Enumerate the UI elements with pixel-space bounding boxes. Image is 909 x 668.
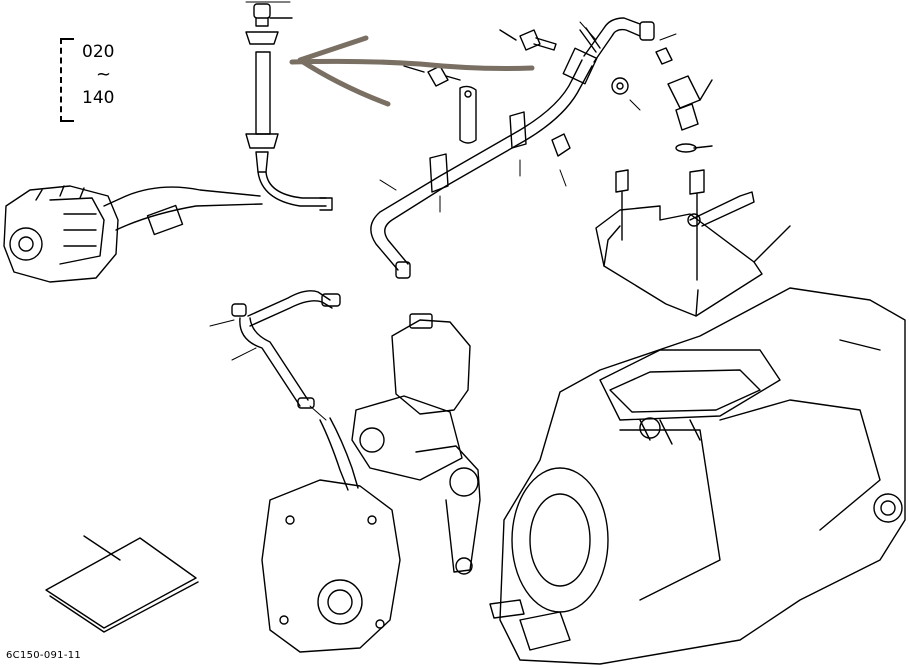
annotation-arrow [289, 35, 535, 107]
breather-pipe-assembly[interactable] [245, 3, 327, 207]
hydraulic-pump[interactable] [3, 185, 333, 283]
tube-clips[interactable] [429, 77, 629, 193]
drawing-code: 6C150-091-11 [6, 650, 82, 661]
transmission-case[interactable] [489, 287, 906, 665]
elbow-fitting[interactable] [655, 47, 713, 153]
lever-bracket[interactable] [595, 169, 791, 317]
range-bracket [60, 38, 74, 122]
range-separator: ~ [96, 64, 112, 85]
control-valve[interactable] [351, 313, 481, 575]
leader-lines [209, 1, 677, 421]
manual-booklet[interactable] [45, 535, 199, 633]
range-from: 020 [82, 42, 115, 62]
range-to: 140 [82, 88, 115, 108]
bolts-top[interactable] [403, 29, 557, 87]
housing-cover[interactable] [261, 479, 401, 653]
part-range-label: 020 ~ 140 [60, 38, 130, 122]
small-oil-tube[interactable] [231, 290, 359, 491]
